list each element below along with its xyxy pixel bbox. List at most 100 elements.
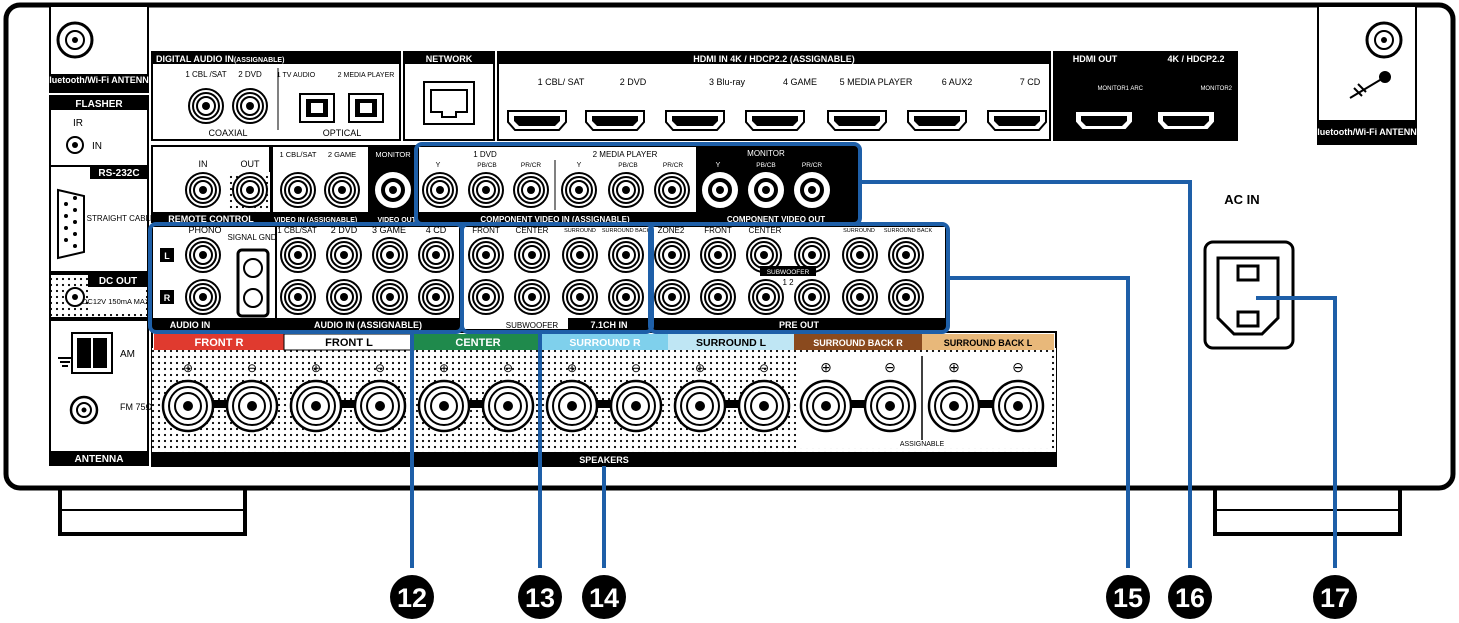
network-port[interactable]: NETWORK xyxy=(403,51,495,141)
hdmi-in-port-1[interactable] xyxy=(507,110,567,131)
ch71-surround-l[interactable] xyxy=(562,237,598,273)
optical-jack-1[interactable] xyxy=(299,93,335,123)
bt-antenna-left-label: Bluetooth/Wi-Fi ANTENNA xyxy=(43,75,156,85)
rs232c-port[interactable]: RS-232C STRAIGHT CABLE xyxy=(49,165,155,273)
pre-out-surround-r[interactable] xyxy=(842,279,878,315)
hdmi-out-port-1[interactable] xyxy=(1074,110,1134,131)
pre-out-front-l[interactable] xyxy=(700,237,736,273)
audio-in-2-r[interactable] xyxy=(326,279,362,315)
pre-out-surround-l[interactable] xyxy=(842,237,878,273)
component-in-1-pr[interactable] xyxy=(513,172,549,208)
pre-out-subwoofer-2[interactable] xyxy=(794,279,830,315)
pre-out-zone2-r[interactable] xyxy=(654,279,690,315)
speaker-pair-front-r[interactable]: ⊕ ⊖ xyxy=(161,361,279,433)
ac-in-inlet[interactable]: AC IN xyxy=(1203,192,1295,350)
audio-in-4-l[interactable] xyxy=(418,237,454,273)
audio-in-4-r[interactable] xyxy=(418,279,454,315)
video-in-cbl-label: 1 CBL/SAT xyxy=(280,150,317,159)
speaker-header-surround-r xyxy=(542,334,668,350)
optical-jack-2[interactable] xyxy=(348,93,384,123)
antenna-attach-icon xyxy=(1349,71,1391,99)
speaker-pair-surround-back-l[interactable]: ⊕ ⊖ xyxy=(927,359,1045,433)
callout-line-17 xyxy=(1256,296,1337,568)
hdmi-in-port-6[interactable] xyxy=(907,110,967,131)
audio-in-1-r[interactable] xyxy=(280,279,316,315)
speaker-header-center xyxy=(414,334,542,350)
speaker-pair-surround-r[interactable]: ⊕ ⊖ xyxy=(545,361,663,433)
phono-jack-l[interactable] xyxy=(185,237,221,273)
r-marker xyxy=(160,290,174,304)
fm-jack[interactable]: FM 75Ω xyxy=(69,395,153,425)
am-terminal[interactable]: AM xyxy=(58,332,135,374)
coaxial-jack-1[interactable] xyxy=(188,88,224,124)
remote-control-in-jack[interactable] xyxy=(185,172,221,208)
comp-pb-label-1: PB/CB xyxy=(477,162,497,169)
component-in-1-y[interactable] xyxy=(422,172,458,208)
component-out-pr[interactable] xyxy=(794,172,830,208)
video-in-jack-1[interactable] xyxy=(280,172,316,208)
speaker-header-surround-back-l xyxy=(922,334,1054,350)
pre-surround-label: SURROUND xyxy=(843,228,875,234)
ch71-center[interactable] xyxy=(514,237,550,273)
hdmi-out-port-2[interactable] xyxy=(1156,110,1216,131)
component-out-pb[interactable] xyxy=(748,172,784,208)
ch71-surround-back-l[interactable] xyxy=(608,237,644,273)
pre-out-surround-back-l[interactable] xyxy=(888,237,924,273)
component-in-1-pb[interactable] xyxy=(468,172,504,208)
speaker-pair-front-l[interactable]: ⊕ ⊖ xyxy=(289,361,407,433)
hdmi-in-port-3[interactable] xyxy=(665,110,725,131)
component-in-2-pb[interactable] xyxy=(608,172,644,208)
hdmi-in-port-5[interactable] xyxy=(827,110,887,131)
minus-icon: ⊖ xyxy=(884,359,896,375)
bt-antenna-right[interactable]: Bluetooth/Wi-Fi ANTENNA xyxy=(1311,5,1424,145)
ch71-surround-r[interactable] xyxy=(562,279,598,315)
speaker-pair-surround-back-r[interactable]: ⊕ ⊖ xyxy=(799,359,917,433)
hdmi-in-port-2[interactable] xyxy=(585,110,645,131)
component-out-y[interactable] xyxy=(702,172,738,208)
pre-out-subwoofer-1[interactable] xyxy=(748,279,784,315)
flasher-in-jack[interactable]: FLASHER IR IN xyxy=(49,95,149,167)
component-in-2-pr[interactable] xyxy=(654,172,690,208)
plus-icon: ⊕ xyxy=(183,361,193,375)
audio-in-3-r[interactable] xyxy=(372,279,408,315)
network-label: NETWORK xyxy=(426,54,473,64)
bt-antenna-left[interactable]: Bluetooth/Wi-Fi ANTENNA xyxy=(43,5,156,93)
pre-out-zone2-l[interactable] xyxy=(654,237,690,273)
phono-jack-r[interactable] xyxy=(185,279,221,315)
speaker-pair-surround-l[interactable]: ⊕ ⊖ xyxy=(673,361,791,433)
video-out-jack[interactable] xyxy=(375,172,411,208)
speaker-header-surround-back-r xyxy=(794,334,922,350)
callout-line-15 xyxy=(948,276,1130,568)
minus-icon: ⊖ xyxy=(503,361,513,375)
pre-out-label: PRE OUT xyxy=(779,320,820,330)
ch71-front-l[interactable] xyxy=(468,237,504,273)
plus-icon: ⊕ xyxy=(820,359,832,375)
dc-out-jack[interactable]: DC OUT DC12V 150mA MAX. xyxy=(49,273,152,319)
ch71-front-r[interactable] xyxy=(468,279,504,315)
ch7-center-label: CENTER xyxy=(516,226,549,235)
coaxial-jack-2[interactable] xyxy=(232,88,268,124)
remote-control-out-jack[interactable] xyxy=(232,172,268,208)
ch7-in-label: 7.1CH IN xyxy=(590,320,627,330)
minus-icon: ⊖ xyxy=(375,361,385,375)
ain-game-label: 3 GAME xyxy=(372,225,406,235)
ch71-surround-back-r[interactable] xyxy=(608,279,644,315)
hdmi-in-port-7[interactable] xyxy=(987,110,1047,131)
speaker-pair-center[interactable]: ⊕ ⊖ xyxy=(417,361,535,433)
comp-out-pb-label: PB/CB xyxy=(756,162,776,169)
speakers-label: SPEAKERS xyxy=(579,455,629,465)
hdmi-in-port-4[interactable] xyxy=(745,110,805,131)
pre-out-surround-back-r[interactable] xyxy=(888,279,924,315)
remote-control-label: REMOTE CONTROL xyxy=(168,214,254,224)
audio-in-1-l[interactable] xyxy=(280,237,316,273)
audio-in-2-l[interactable] xyxy=(326,237,362,273)
video-in-jack-2[interactable] xyxy=(324,172,360,208)
ch71-subwoofer[interactable] xyxy=(514,279,550,315)
audio-in-3-l[interactable] xyxy=(372,237,408,273)
component-in-2-y[interactable] xyxy=(561,172,597,208)
pre-out-front-r[interactable] xyxy=(700,279,736,315)
signal-gnd-terminal[interactable] xyxy=(236,248,270,318)
monitor2-label: MONITOR2 xyxy=(1200,86,1232,92)
monitor1-label: MONITOR1 ARC xyxy=(1097,86,1143,92)
ir-label: IR xyxy=(73,118,83,129)
